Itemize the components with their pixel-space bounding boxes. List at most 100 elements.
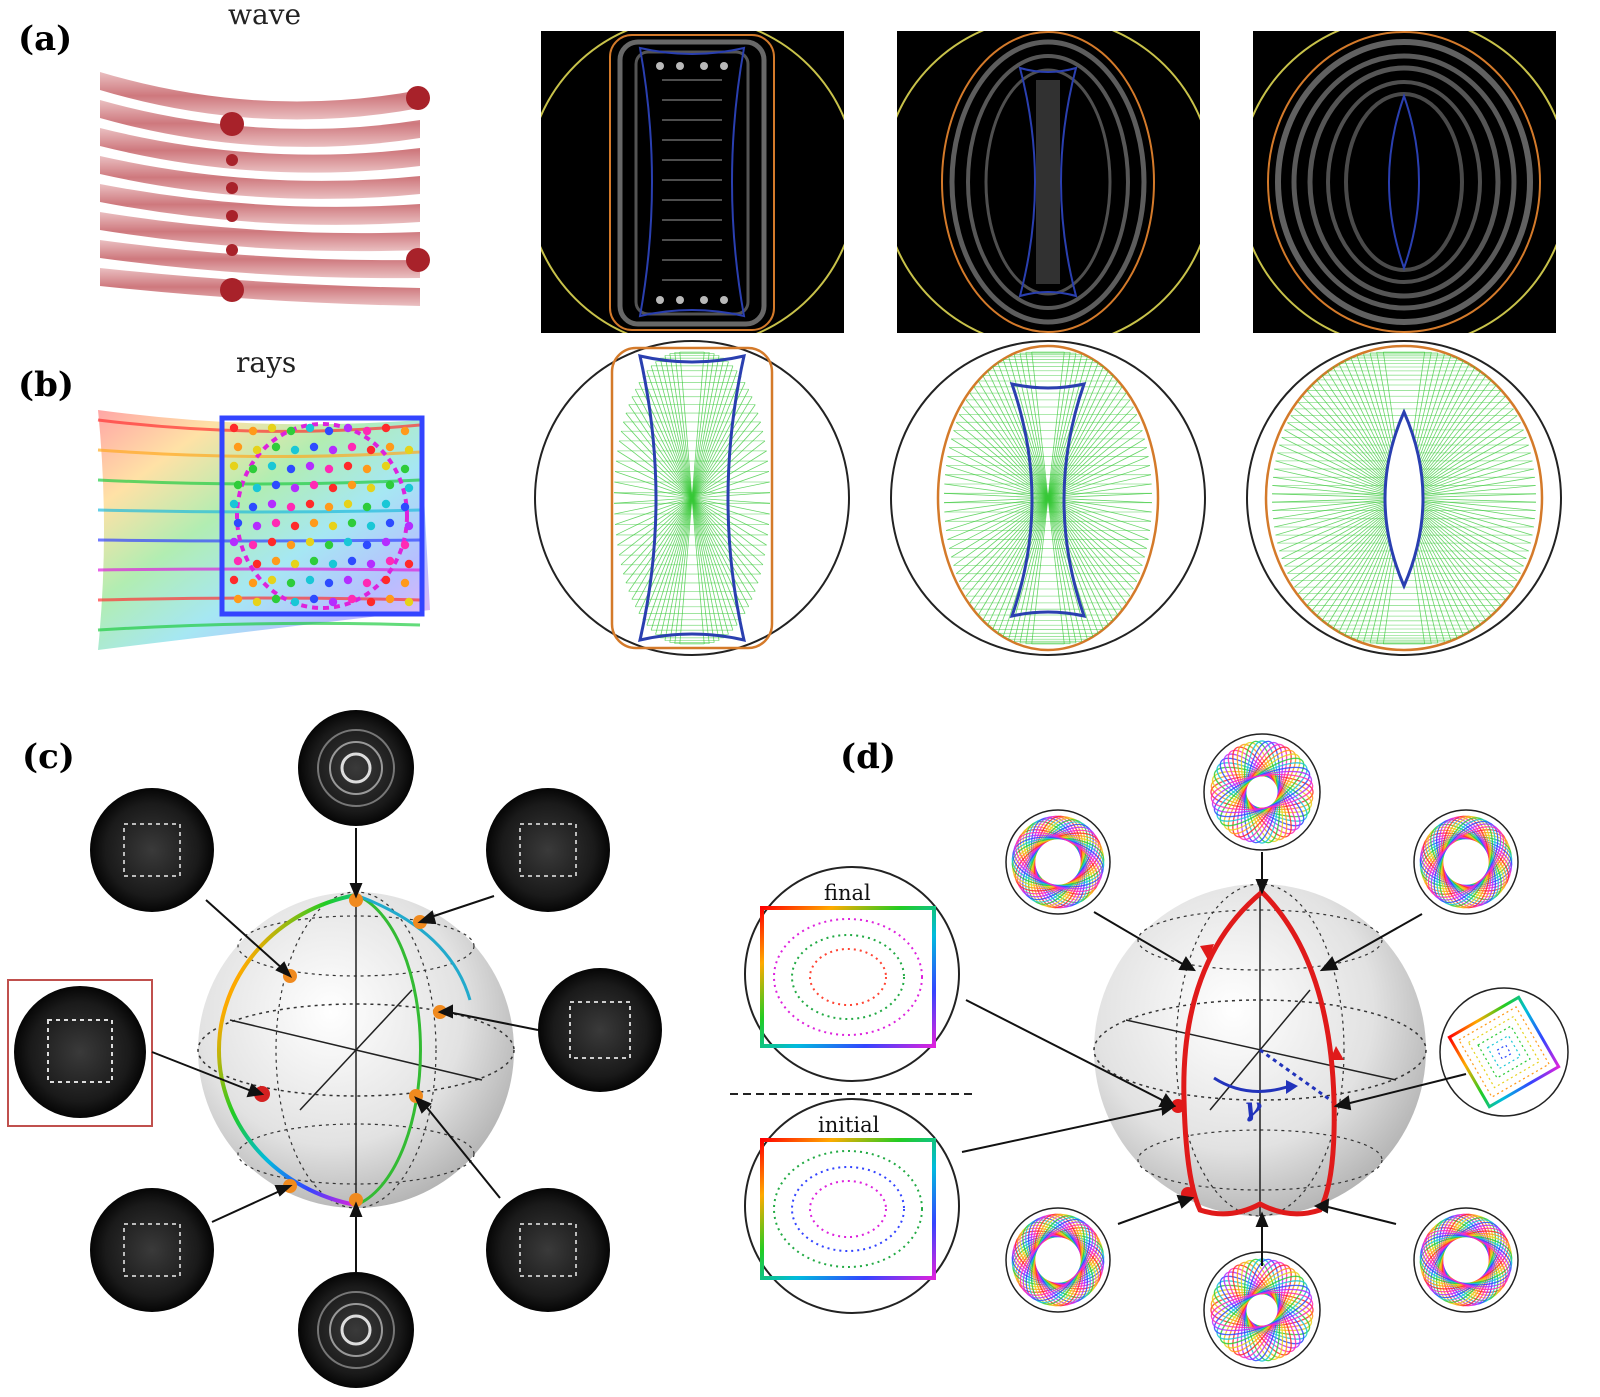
ray-dot [385,480,395,490]
ray-dot [309,518,319,528]
ray-dot [328,521,338,531]
ray-dot [286,502,296,512]
ray-dot [343,575,353,585]
panel-label-b: (b) [18,365,74,405]
ray-dot [328,483,338,493]
ray-caustic-panel-1 [534,340,850,656]
panel-label-a: (a) [18,19,72,59]
ray-dot [362,578,372,588]
ray-dot [267,423,277,433]
ray-dot [271,480,281,490]
arrows-d [961,852,1467,1266]
wave-intensity-panel-3 [1253,31,1556,333]
ray-dot [229,423,239,433]
ray-dot [400,426,410,436]
ray-dot [381,461,391,471]
ray-dot [362,426,372,436]
ray-dot [267,575,277,585]
wave-intensity-panel-2 [897,31,1200,333]
ray-dot [252,597,262,607]
ray-dot [252,483,262,493]
ray-dot [343,423,353,433]
ray-dot [343,461,353,471]
ray-dot [366,445,376,455]
ray-dot [248,540,258,550]
lissajous-ray-icon [1439,987,1569,1117]
ray-dot [271,442,281,452]
ray-dot [362,502,372,512]
ray-dot [233,518,243,528]
ray-dot [400,464,410,474]
ray-dot [305,537,315,547]
gamma-label: γ [1244,1093,1263,1123]
ray-line [1031,351,1065,645]
ray-dot [229,461,239,471]
ray-dot [328,597,338,607]
ray-dot [290,559,300,569]
ray-dot [347,480,357,490]
ray-dot [400,540,410,550]
ray-dot [233,442,243,452]
panel-label-c: (c) [22,737,75,777]
ray-dot [362,464,372,474]
ray-dot [267,499,277,509]
ray-dot [305,575,315,585]
ray-dot [290,597,300,607]
ray-dot [233,556,243,566]
poincare-sphere-icon-d: γ [1093,883,1427,1217]
ray-dot [309,594,319,604]
ray-dot [381,499,391,509]
ray-dot [324,426,334,436]
ray-dot [267,537,277,547]
ray-dot [248,502,258,512]
mode-pattern-icon-c [7,710,662,1388]
ray-dot [404,597,414,607]
ray-dot [271,556,281,566]
ray-dot [229,575,239,585]
lissajous-ray-icon [1203,1251,1321,1369]
ray-beam-3d-icon [97,410,430,650]
poincare-sphere-icon-c [197,891,515,1209]
panel-label-d: (d) [840,737,896,777]
ray-caustic-panel-3 [1246,340,1562,656]
caption-wave: wave [228,0,301,31]
ray-dot [324,502,334,512]
arrows-c [151,828,539,1272]
ray-dot [248,426,258,436]
ray-dot [328,445,338,455]
lissajous-ray-icon [1005,809,1111,915]
ray-dot [286,426,296,436]
ray-dot [305,461,315,471]
ray-dot [309,480,319,490]
ray-dot [286,464,296,474]
ray-dot [233,594,243,604]
ray-dot [347,594,357,604]
ray-dot [381,575,391,585]
ray-dot [229,537,239,547]
ray-dot [366,597,376,607]
ray-dot [366,559,376,569]
ray-dot [404,483,414,493]
ray-dot [404,521,414,531]
ray-dot [229,499,239,509]
ray-caustic-panel-2 [890,340,1206,656]
ray-dot [290,521,300,531]
ray-dot [366,483,376,493]
ray-dot [366,521,376,531]
ray-dot [290,445,300,455]
lissajous-ray-icon [1413,809,1519,915]
ray-dot [252,559,262,569]
ray-dot [252,521,262,531]
ray-dot [305,423,315,433]
ray-dot [248,464,258,474]
ray-dot [328,559,338,569]
wave-intensity-panel-1 [541,31,844,333]
final-label: final [824,881,871,905]
ray-dot [271,518,281,528]
ray-line [679,351,705,645]
ray-dot [347,556,357,566]
lissajous-ray-icon [1203,733,1321,851]
ray-dot [362,540,372,550]
ray-dot [286,540,296,550]
ray-dot [309,442,319,452]
